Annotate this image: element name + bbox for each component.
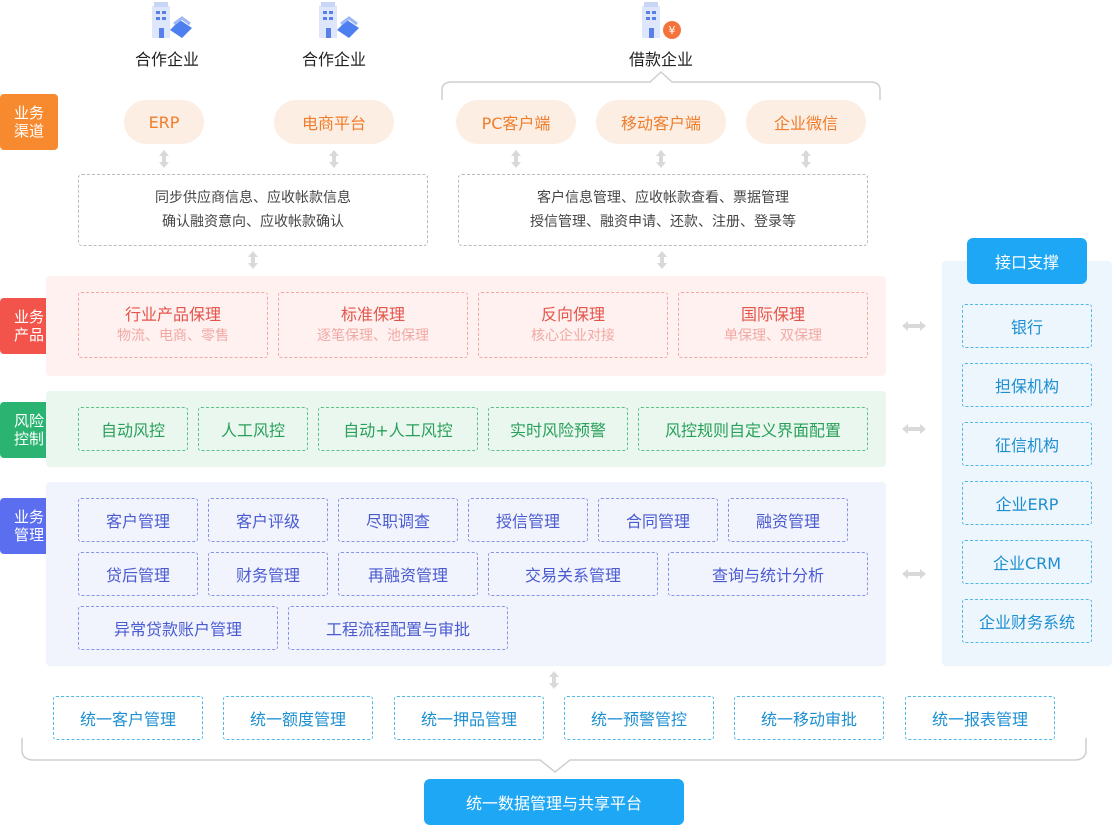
interface-item: 企业财务系统 [962,599,1092,643]
channel-pill-mobile-client: 移动客户端 [596,100,726,144]
interface-item: 征信机构 [962,422,1092,466]
partner-enterprise-label: 合作企业 [134,50,199,69]
info-line: 确认融资意向、应收帐款确认 [162,214,344,230]
risk-item: 自动风控 [78,407,188,451]
product-subtitle: 单保理、双保理 [724,328,822,344]
interface-item: 企业CRM [962,540,1092,584]
interface-item: 银行 [962,304,1092,348]
data-platform-banner: 统一数据管理与共享平台 [424,779,684,825]
management-item: 客户评级 [208,498,328,542]
management-item: 授信管理 [468,498,588,542]
horizontal-arrows [902,321,926,579]
product-title: 反向保理 [540,305,605,324]
management-item: 交易关系管理 [488,552,658,596]
unified-item: 统一预警管控 [564,696,714,740]
risk-panel [46,391,886,467]
management-item: 异常贷款账户管理 [78,606,278,650]
info-line: 授信管理、融资申请、还款、注册、登录等 [530,214,796,230]
management-panel [46,482,886,666]
risk-item: 风控规则自定义界面配置 [638,407,868,451]
interface-title: 接口支撑 [967,238,1087,284]
info-line: 客户信息管理、应收帐款查看、票据管理 [537,190,789,206]
channel-section-label: 业务 渠道 [0,94,58,150]
management-item: 再融资管理 [338,552,478,596]
management-item: 合同管理 [598,498,718,542]
management-item: 客户管理 [78,498,198,542]
product-title: 标准保理 [340,305,405,324]
risk-item: 实时风险预警 [488,407,628,451]
partner-building-icon [152,2,192,38]
vertical-arrows [159,150,811,689]
borrower-enterprise-label: 借款企业 [628,50,693,69]
product-title: 国际保理 [740,305,805,324]
product-title: 行业产品保理 [124,305,221,324]
management-item: 贷后管理 [78,552,198,596]
management-item: 查询与统计分析 [668,552,868,596]
borrower-building-icon: ¥ [642,2,681,39]
product-reverse-factoring: 反向保理 核心企业对接 [478,292,668,358]
borrower-bracket [441,70,881,100]
unified-bracket [21,738,1087,773]
risk-item: 人工风控 [198,407,308,451]
unified-item: 统一额度管理 [223,696,373,740]
channel-pill-pc-client: PC客户端 [456,100,576,144]
partner-enterprise-label: 合作企业 [301,50,366,69]
product-subtitle: 核心企业对接 [531,328,615,344]
product-subtitle: 物流、电商、零售 [117,328,229,344]
management-item: 工程流程配置与审批 [288,606,508,650]
interface-item: 企业ERP [962,481,1092,525]
channel-pill-wechat: 企业微信 [746,100,866,144]
borrower-info-box: 客户信息管理、应收帐款查看、票据管理 授信管理、融资申请、还款、注册、登录等 [458,174,868,246]
management-item: 尽职调查 [338,498,458,542]
info-line: 同步供应商信息、应收帐款信息 [155,190,351,206]
partner-building-icon [319,2,359,38]
product-subtitle: 逐笔保理、池保理 [317,328,429,344]
product-international-factoring: 国际保理 单保理、双保理 [678,292,868,358]
unified-item: 统一客户管理 [53,696,203,740]
unified-item: 统一移动审批 [734,696,884,740]
svg-text:¥: ¥ [669,24,676,37]
product-standard-factoring: 标准保理 逐笔保理、池保理 [278,292,468,358]
channel-pill-ecommerce: 电商平台 [274,100,394,144]
interface-panel [942,261,1112,666]
management-item: 融资管理 [728,498,848,542]
unified-item: 统一押品管理 [394,696,544,740]
product-industry-factoring: 行业产品保理 物流、电商、零售 [78,292,268,358]
risk-item: 自动+人工风控 [318,407,478,451]
unified-item: 统一报表管理 [905,696,1055,740]
management-item: 财务管理 [208,552,328,596]
partner-info-box: 同步供应商信息、应收帐款信息 确认融资意向、应收帐款确认 [78,174,428,246]
interface-item: 担保机构 [962,363,1092,407]
channel-pill-erp: ERP [124,100,204,144]
